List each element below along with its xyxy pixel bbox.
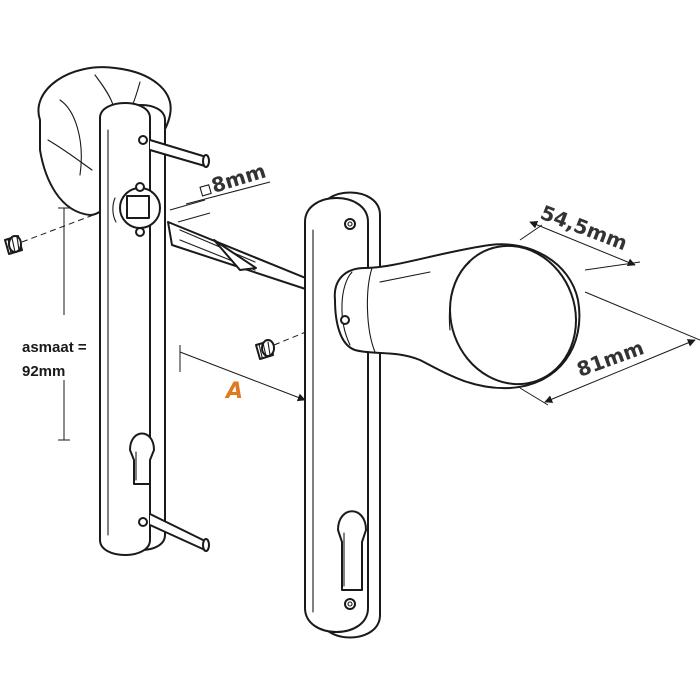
backset-label: asmaat = 92mm <box>22 336 112 384</box>
front-plate <box>304 191 381 639</box>
square-spindle-icon <box>199 184 212 197</box>
knob-depth-label: 54,5mm <box>537 200 631 255</box>
grub-screw-right <box>255 339 275 360</box>
grub-screw-left <box>4 235 23 255</box>
spindle-dimension <box>169 181 271 223</box>
knob-depth-dimension <box>519 221 641 271</box>
distance-a-dimension <box>179 345 306 402</box>
distance-a-label: A <box>224 379 243 404</box>
spindle-size-label: 8mm <box>208 159 268 198</box>
knob-width-dimension <box>519 291 700 406</box>
backset-label-line2: 92mm <box>22 363 66 380</box>
back-plate <box>99 102 210 556</box>
backset-label-line1: asmaat = <box>22 339 87 356</box>
backset-reference-line <box>58 207 70 441</box>
